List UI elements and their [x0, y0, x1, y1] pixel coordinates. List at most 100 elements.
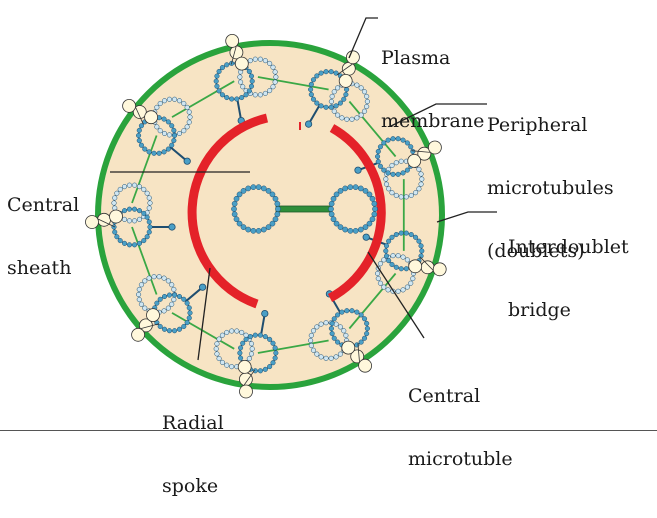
a-tubule-subunit	[157, 323, 163, 330]
a-tubule-subunit	[395, 171, 401, 177]
central-microtubule-left-subunit	[269, 191, 276, 198]
interdoublet-bridge	[348, 100, 397, 158]
b-tubule-subunit	[262, 58, 268, 64]
a-tubule-subunit	[161, 116, 167, 122]
b-tubule	[111, 182, 153, 224]
dynein-arm	[146, 308, 160, 323]
a-tubule-subunit	[248, 73, 255, 79]
a-tubule-subunit	[323, 104, 329, 110]
b-tubule-subunit	[364, 93, 370, 99]
a-tubule-subunit	[354, 309, 360, 315]
b-tubule-subunit	[136, 291, 142, 298]
b-tubule-subunit	[112, 195, 118, 201]
b-tubule-subunit	[337, 351, 343, 357]
b-tubule-subunit	[395, 253, 401, 259]
b-tubule-subunit	[142, 305, 148, 311]
central-microtubule-right-subunit	[352, 184, 359, 191]
a-tubule-subunit	[398, 230, 404, 236]
a-tubule-subunit	[214, 83, 220, 89]
a-tubule-subunit	[404, 167, 410, 173]
central-microtubule-right-subunit	[337, 224, 344, 230]
label-central-sheath-line2: sheath	[7, 257, 72, 279]
a-tubule-subunit	[224, 95, 230, 101]
a-tubule-subunit	[234, 96, 240, 102]
b-tubule-subunit	[166, 132, 172, 138]
central-microtubule-left-subunit	[245, 226, 252, 233]
b-tubule-subunit	[213, 346, 219, 352]
b-tubule-subunit	[144, 190, 150, 196]
a-tubule-subunit	[386, 238, 392, 244]
a-tubule-subunit	[404, 140, 410, 146]
a-tubule-subunit	[386, 258, 392, 264]
peripheral-doublet	[131, 274, 193, 342]
b-tubule-subunit	[323, 320, 329, 326]
radial-spoke	[307, 104, 321, 125]
b-tubule-subunit	[156, 274, 162, 280]
b-tubule-subunit	[385, 287, 391, 293]
a-tubule-subunit	[328, 69, 334, 75]
b-tubule-subunit	[314, 351, 320, 357]
central-microtubule-left-subunit	[231, 200, 238, 207]
b-tubule-subunit	[229, 328, 235, 334]
a-tubule-subunit	[361, 316, 368, 322]
a-tubule-subunit	[385, 137, 391, 143]
a-tubule-subunit	[335, 339, 341, 345]
a-tubule-subunit	[262, 334, 268, 340]
b-tubule-subunit	[416, 166, 422, 172]
a-tubule-subunit	[126, 242, 132, 248]
a-tubule-subunit	[181, 296, 187, 302]
a-tubule-subunit	[364, 325, 370, 332]
b-tubule-subunit	[308, 332, 314, 338]
a-tubule-subunit	[247, 334, 253, 340]
a-tubule-subunit	[314, 100, 320, 106]
a-tubule-subunit	[390, 136, 396, 142]
a-tubule-subunit	[310, 77, 317, 83]
b-tubule-subunit	[136, 184, 143, 190]
b-tubule-subunit	[393, 192, 399, 198]
a-tubule-subunit	[184, 300, 190, 306]
central-microtubule-left-subunit	[274, 211, 281, 218]
a-tubule-subunit	[341, 96, 347, 102]
dynein-arm	[345, 50, 360, 65]
central-microtubule-right-subunit	[369, 216, 376, 223]
b-tubule-subunit	[165, 278, 171, 284]
a-tubule-subunit	[328, 104, 334, 110]
b-tubule-subunit	[361, 108, 368, 114]
a-tubule-subunit	[176, 293, 183, 300]
a-tubule-subunit	[213, 78, 219, 84]
central-microtubule-right-subunit	[330, 195, 337, 202]
b-tubule-subunit	[310, 328, 317, 334]
a-tubule-subunit	[272, 345, 278, 351]
a-tubule-subunit	[126, 206, 132, 212]
a-tubule-subunit	[141, 210, 147, 216]
b-tubule-subunit	[240, 84, 246, 90]
b-tubule-subunit	[314, 324, 320, 330]
central-microtubule-left-subunit	[231, 206, 237, 212]
a-tubule-subunit	[138, 123, 144, 129]
b-tubule-subunit	[237, 74, 243, 80]
interdoublet-bridge	[257, 339, 329, 354]
a-tubule-subunit	[132, 242, 138, 248]
a-tubule-subunit	[187, 310, 193, 316]
central-microtubule-left-subunit	[240, 188, 247, 194]
b-tubule-subunit	[349, 116, 355, 122]
a-tubule-subunit	[400, 137, 406, 143]
a-tubule-subunit	[267, 336, 273, 342]
peripheral-doublet	[85, 182, 153, 248]
dynein-arm	[239, 384, 253, 399]
label-peripheral-line3: (doublets)	[487, 240, 585, 262]
b-tubule-subunit	[234, 328, 240, 334]
a-tubule-subunit	[216, 68, 222, 74]
central-microtubule-left-subunit	[275, 206, 281, 212]
a-tubule-subunit	[267, 364, 273, 370]
a-tubule-subunit	[147, 224, 153, 230]
central-sheath-right	[327, 124, 386, 302]
b-tubule-subunit	[375, 276, 381, 282]
b-tubule-subunit	[136, 216, 143, 222]
a-tubule-subunit	[270, 340, 276, 346]
a-tubule-subunit	[238, 345, 244, 351]
b-tubule-subunit	[184, 104, 190, 110]
b-tubule-subunit	[249, 346, 255, 352]
central-microtubule-right-subunit	[371, 200, 378, 207]
a-tubule-subunit	[310, 96, 317, 102]
